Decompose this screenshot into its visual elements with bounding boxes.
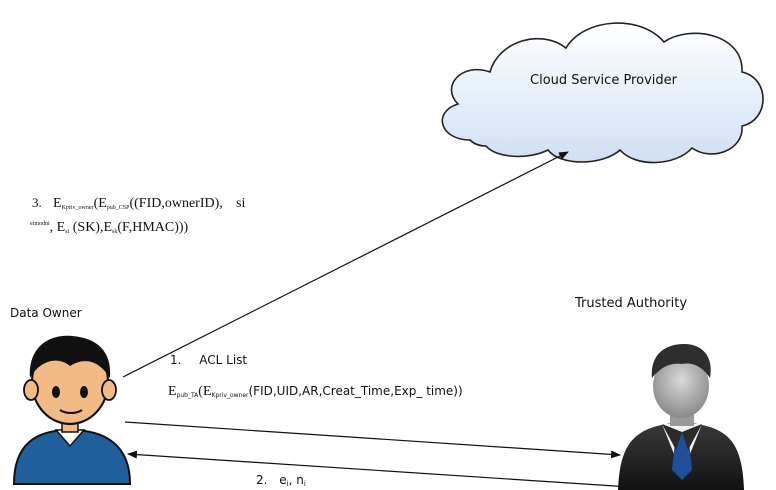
message-2: 2. ei, ni: [256, 473, 306, 488]
arrow-owner-to-cloud: [122, 151, 569, 378]
message-3-step: 3.: [32, 195, 42, 210]
cloud-shape: [441, 22, 764, 164]
arrow-owner-to-ta: [124, 421, 621, 459]
data-owner-label: Data Owner: [10, 306, 82, 320]
svg-text:eimodni, Esi (SK),Esk(F,HMAC)): eimodni, Esi (SK),Esk(F,HMAC))): [30, 220, 189, 235]
svg-text:1. ACL List: 1. ACL List: [170, 353, 247, 367]
trusted-authority-label: Trusted Authority: [574, 296, 687, 311]
message-3: 3. EKpriv_owner(Epub_CSP((FID,ownerID), …: [30, 195, 245, 235]
data-owner-icon: [12, 335, 132, 485]
message-1-title: ACL List: [199, 353, 247, 367]
cloud-service-provider-node: [441, 22, 764, 164]
cloud-label: Cloud Service Provider: [530, 73, 678, 88]
svg-text:2. ei, ni: 2. ei, ni: [256, 473, 306, 488]
trusted-authority-icon: [618, 344, 744, 490]
message-1-step: 1.: [170, 353, 181, 367]
svg-text:Epub_TA(EKpriv_owner(FID,UID,A: Epub_TA(EKpriv_owner(FID,UID,AR,Creat_Ti…: [168, 384, 463, 399]
message-1: 1. ACL List Epub_TA(EKpriv_owner(FID,UID…: [168, 353, 463, 399]
message-2-step: 2.: [256, 473, 267, 487]
arrow-ta-to-owner: [127, 450, 631, 488]
svg-text:3. EKpriv_owner(Epub_CSP: 3. EKpriv_owner(Epub_CSP((FID,ownerID), …: [32, 195, 245, 211]
message-3-small-label: eimodni: [30, 221, 50, 227]
